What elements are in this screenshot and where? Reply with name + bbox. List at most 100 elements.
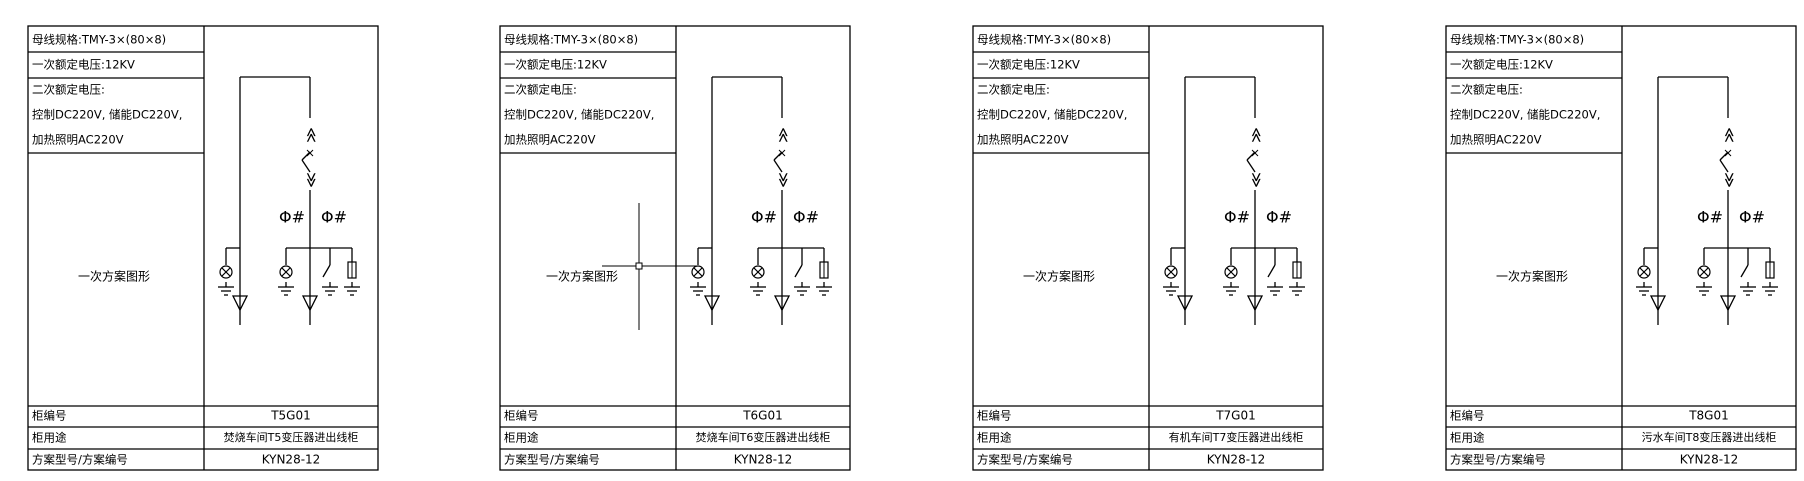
- disconnect-upper-icon: ≪: [1248, 127, 1266, 143]
- scheme-diagram-label: 一次方案图形: [78, 269, 150, 284]
- ground-icon: [1267, 282, 1283, 296]
- current-transformer-icon: Φ#: [279, 208, 305, 227]
- cabinet-no-value: T5G01: [270, 409, 311, 423]
- ground-icon: [1696, 282, 1712, 296]
- ground-icon: [344, 282, 360, 296]
- scheme-diagram-label: 一次方案图形: [1023, 269, 1095, 284]
- cabinet-panel: 母线规格:TMY-3×(80×8)一次额定电压:12KV二次额定电压:控制DC2…: [499, 25, 851, 471]
- breaker-cross-b: [306, 149, 314, 157]
- cable-arrow-icon: [301, 295, 319, 312]
- cabinet-no-label: 柜编号: [504, 409, 539, 423]
- cable-arrow-icon: [1176, 295, 1194, 312]
- ground-icon: [1223, 282, 1239, 296]
- disconnect-lower-icon: ≫: [1248, 172, 1266, 188]
- breaker-blade-icon: [773, 159, 783, 173]
- one-line-diagram: ≪≫Φ#Φ#: [690, 76, 832, 325]
- current-transformer-icon: Φ#: [1697, 208, 1723, 227]
- breaker-cross-b: [778, 149, 786, 157]
- secondary-control-voltage: 控制DC220V, 储能DC220V,: [977, 108, 1127, 122]
- rated-voltage: 一次额定电压:12KV: [977, 58, 1080, 72]
- scheme-model-label: 方案型号/方案编号: [32, 453, 128, 467]
- current-transformer-icon: Φ#: [1224, 208, 1250, 227]
- secondary-heating-voltage: 加热照明AC220V: [32, 133, 124, 147]
- indicator-cross-b: [281, 267, 291, 277]
- panel-frame: [1445, 25, 1797, 471]
- live-indicator-icon: [279, 265, 293, 279]
- cabinet-no-value: T6G01: [742, 409, 783, 423]
- cabinet-no-value: T7G01: [1215, 409, 1256, 423]
- cabinet-use-value: 污水车间T8变压器进出线柜: [1642, 430, 1777, 444]
- crosshair-center: [635, 262, 643, 270]
- indicator-cross-b: [221, 267, 231, 277]
- indicator-cross-b: [1166, 267, 1176, 277]
- indicator-circle: [1224, 265, 1238, 279]
- scheme-model-value: KYN28-12: [262, 453, 321, 467]
- breaker-contact-icon: [301, 151, 311, 161]
- one-line-diagram: ≪≫Φ#Φ#: [1163, 76, 1305, 325]
- indicator-circle: [1697, 265, 1711, 279]
- cabinet-use-label: 柜用途: [1450, 431, 1485, 445]
- disconnect-lower-icon: ≫: [1721, 172, 1739, 188]
- cabinet-use-value: 有机车间T7变压器进出线柜: [1169, 430, 1304, 444]
- scheme-model-value: KYN28-12: [1207, 453, 1266, 467]
- ground-icon: [322, 282, 338, 296]
- ground-icon: [1740, 282, 1756, 296]
- rated-voltage: 一次额定电压:12KV: [1450, 58, 1553, 72]
- cabinet-no-label: 柜编号: [1450, 409, 1485, 423]
- indicator-circle: [751, 265, 765, 279]
- live-indicator-icon: [1224, 265, 1238, 279]
- earthing-switch-icon: [794, 264, 803, 278]
- breaker-cross-b: [1724, 149, 1732, 157]
- scheme-diagram-label: 一次方案图形: [1496, 269, 1568, 284]
- ground-icon: [1163, 282, 1179, 296]
- cabinet-panel: 母线规格:TMY-3×(80×8)一次额定电压:12KV二次额定电压:控制DC2…: [27, 25, 379, 471]
- secondary-voltage-title: 二次额定电压:: [1450, 83, 1523, 97]
- breaker-blade-icon: [1246, 159, 1256, 173]
- breaker-blade-icon: [1719, 159, 1729, 173]
- busbar-spec: 母线规格:TMY-3×(80×8): [1450, 33, 1584, 47]
- cabinet-no-label: 柜编号: [977, 409, 1012, 423]
- panel-frame: [972, 25, 1324, 471]
- secondary-voltage-title: 二次额定电压:: [32, 83, 105, 97]
- scheme-diagram-label: 一次方案图形: [546, 269, 618, 284]
- cable-arrow-icon: [703, 295, 721, 312]
- rated-voltage: 一次额定电压:12KV: [504, 58, 607, 72]
- busbar-spec: 母线规格:TMY-3×(80×8): [977, 33, 1111, 47]
- voltage-indicator-icon: [1637, 265, 1651, 279]
- current-transformer-icon: Φ#: [321, 208, 347, 227]
- secondary-heating-voltage: 加热照明AC220V: [977, 133, 1069, 147]
- ground-icon: [1289, 282, 1305, 296]
- breaker-contact-icon: [1246, 151, 1256, 161]
- breaker-blade-icon: [301, 159, 311, 173]
- scheme-model-label: 方案型号/方案编号: [1450, 453, 1546, 467]
- scheme-model-value: KYN28-12: [734, 453, 793, 467]
- scheme-model-label: 方案型号/方案编号: [977, 453, 1073, 467]
- busbar-spec: 母线规格:TMY-3×(80×8): [504, 33, 638, 47]
- live-indicator-icon: [1697, 265, 1711, 279]
- cabinet-panel: 母线规格:TMY-3×(80×8)一次额定电压:12KV二次额定电压:控制DC2…: [972, 25, 1324, 471]
- current-transformer-icon: Φ#: [751, 208, 777, 227]
- cable-arrow-icon: [231, 295, 249, 312]
- indicator-circle: [1637, 265, 1651, 279]
- one-line-diagram: ≪ ≫ Φ# Φ#: [1636, 76, 1778, 325]
- ground-icon: [816, 282, 832, 296]
- indicator-circle: [219, 265, 233, 279]
- cable-arrow-icon: [773, 295, 791, 312]
- breaker-contact-icon: [773, 151, 783, 161]
- indicator-circle: [691, 265, 705, 279]
- cable-arrow-icon: [1719, 295, 1737, 312]
- cabinet-no-value: T8G01: [1688, 409, 1729, 423]
- secondary-heating-voltage: 加热照明AC220V: [504, 133, 596, 147]
- panel-frame: [27, 25, 379, 471]
- current-transformer-icon: Φ#: [1739, 208, 1765, 227]
- voltage-indicator-icon: [219, 265, 233, 279]
- ground-icon: [218, 282, 234, 296]
- cabinet-panel: 母线规格:TMY-3×(80×8)一次额定电压:12KV二次额定电压:控制DC2…: [1445, 25, 1797, 471]
- earthing-switch-icon: [1267, 264, 1276, 278]
- disconnect-upper-icon: ≪: [1721, 127, 1739, 143]
- live-indicator-icon: [751, 265, 765, 279]
- ground-icon: [794, 282, 810, 296]
- disconnect-lower-icon: ≫: [303, 172, 321, 188]
- disconnect-upper-icon: ≪: [775, 127, 793, 143]
